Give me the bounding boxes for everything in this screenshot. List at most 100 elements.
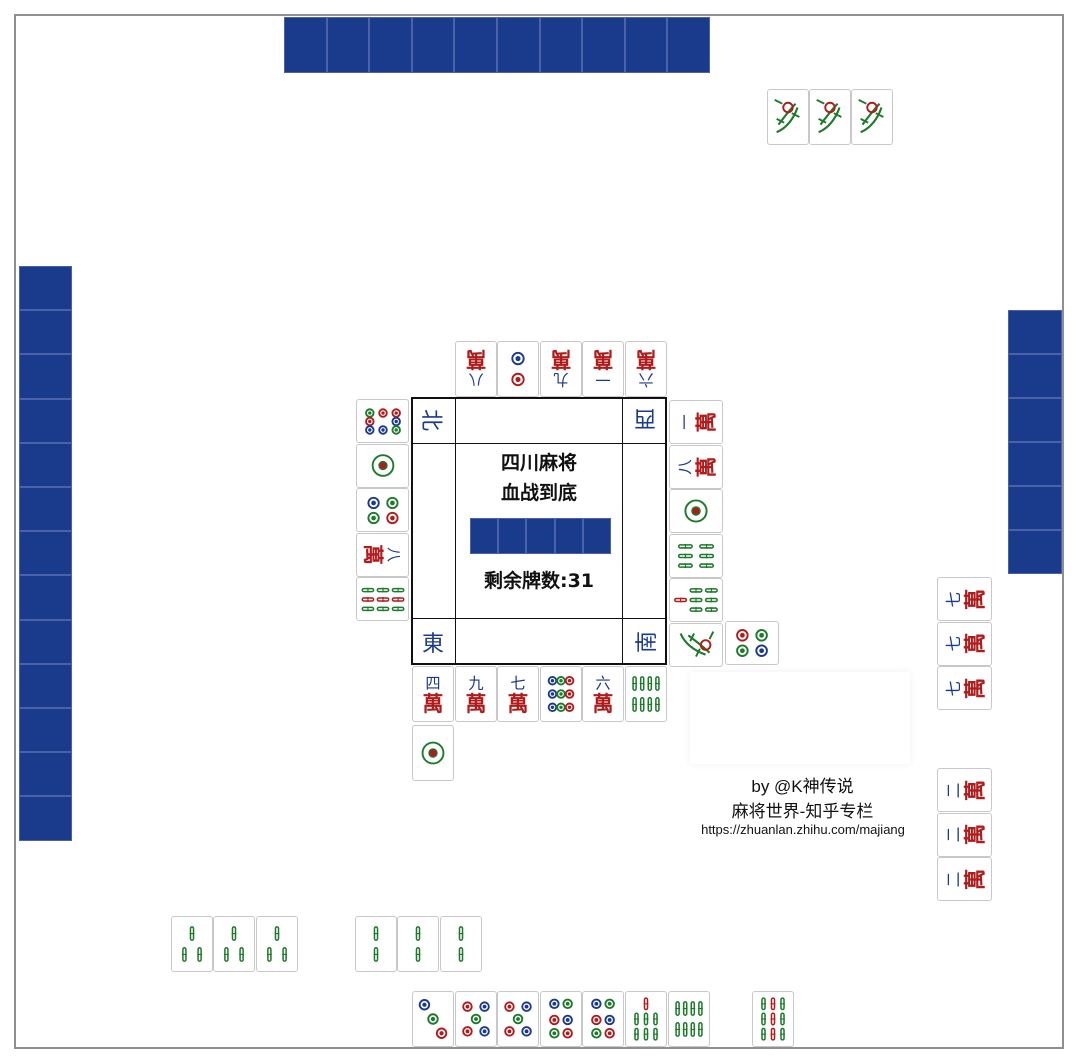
svg-text:二: 二 xyxy=(944,827,963,843)
wall-tile-back xyxy=(498,518,527,554)
svg-text:萬: 萬 xyxy=(593,347,614,372)
north-tile-back xyxy=(539,17,583,73)
south-discard-tile: 七萬 xyxy=(497,666,540,722)
west-tile-back xyxy=(19,442,72,487)
wall-tile-back xyxy=(582,518,611,554)
north-tile-back xyxy=(454,17,497,73)
east-discard-tile xyxy=(669,489,723,533)
svg-text:七: 七 xyxy=(944,591,963,607)
south-hand-tile[interactable] xyxy=(582,991,625,1047)
wind-east: 東 xyxy=(421,632,444,657)
west-tile-back xyxy=(19,398,72,443)
svg-text:七: 七 xyxy=(944,680,963,696)
north-tile-back xyxy=(624,17,668,73)
svg-text:四: 四 xyxy=(425,674,440,692)
svg-text:八: 八 xyxy=(468,371,483,389)
north-meld-tile xyxy=(809,89,851,145)
north-tile-back xyxy=(497,17,540,73)
svg-text:七: 七 xyxy=(944,636,963,652)
south-hand-tile[interactable] xyxy=(539,991,582,1047)
svg-text:萬: 萬 xyxy=(466,347,487,372)
svg-text:萬: 萬 xyxy=(423,691,444,716)
south-discard-tile xyxy=(412,725,454,781)
credit-url[interactable]: https://zhuanlan.zhihu.com/majiang xyxy=(701,822,905,837)
south-discard-tile xyxy=(625,666,667,722)
svg-text:一: 一 xyxy=(596,371,611,389)
east-tile-back xyxy=(1008,398,1062,442)
svg-text:六: 六 xyxy=(596,674,611,692)
east-tile-back xyxy=(1008,310,1062,354)
wall-tile-back xyxy=(526,518,555,554)
south-discard-tile: 九萬 xyxy=(454,666,497,722)
south-hand-tile[interactable] xyxy=(625,991,667,1047)
wind-west: 西 xyxy=(634,405,657,430)
west-tile-back xyxy=(19,663,72,708)
east-tile-back xyxy=(1008,486,1062,530)
west-tile-back xyxy=(19,708,72,753)
east-meld-tile: 二萬 xyxy=(937,768,992,812)
west-tile-back xyxy=(19,310,72,355)
svg-text:萬: 萬 xyxy=(361,544,385,565)
east-meld-tile: 七萬 xyxy=(937,577,992,621)
east-meld-tile: 七萬 xyxy=(937,666,992,710)
west-discard-tile xyxy=(356,443,409,488)
svg-text:萬: 萬 xyxy=(465,691,486,716)
svg-text:萬: 萬 xyxy=(635,347,656,372)
west-discard-tile: 八萬 xyxy=(356,532,409,577)
wind-south: 南 xyxy=(635,631,660,654)
west-tile-back xyxy=(19,487,72,532)
north-tile-back xyxy=(326,17,370,73)
west-tile-back xyxy=(19,354,72,399)
center-divider-bottom xyxy=(413,618,665,619)
west-tile-back xyxy=(19,531,72,576)
east-meld-tile: 二萬 xyxy=(937,812,992,857)
west-tile-back xyxy=(19,266,72,311)
north-discard-tile: 八萬 xyxy=(455,341,497,397)
credit-author: by @K神传说 xyxy=(751,777,854,796)
svg-text:萬: 萬 xyxy=(963,633,988,655)
wind-north: 北 xyxy=(418,408,443,431)
south-meld-tile xyxy=(439,916,482,972)
remaining-label: 剩余牌数: xyxy=(483,570,568,592)
east-tile-back xyxy=(1008,442,1062,486)
svg-text:萬: 萬 xyxy=(508,691,529,716)
center-divider-top xyxy=(413,443,665,444)
south-meld-tile xyxy=(355,916,397,972)
south-hand-tile[interactable] xyxy=(412,991,454,1047)
west-tile-back xyxy=(19,619,72,664)
remaining-tiles-counter: 剩余牌数:31 xyxy=(413,566,665,593)
svg-text:八: 八 xyxy=(384,547,402,562)
svg-text:萬: 萬 xyxy=(693,456,718,477)
north-meld-tile xyxy=(851,89,893,145)
wall-tile-back xyxy=(554,518,583,554)
wall-tile-back xyxy=(470,518,499,554)
north-discard-tile: 九萬 xyxy=(539,341,582,397)
north-tile-back xyxy=(369,17,412,73)
south-meld-tile xyxy=(213,916,256,972)
south-meld-tile xyxy=(255,916,298,972)
svg-text:萬: 萬 xyxy=(963,677,988,699)
west-tile-back xyxy=(19,796,72,841)
north-tile-back xyxy=(284,17,327,73)
east-discard-tile xyxy=(669,578,723,622)
east-tile-back xyxy=(1008,530,1062,574)
north-discard-tile: 一萬 xyxy=(582,341,625,397)
north-tile-back xyxy=(411,17,455,73)
south-hand-tile[interactable] xyxy=(667,991,710,1047)
svg-text:二: 二 xyxy=(944,782,963,798)
svg-text:一: 一 xyxy=(676,414,694,429)
south-hand-drawn-tile[interactable] xyxy=(752,991,794,1047)
center-panel: 北 西 東 南 四川麻将 血战到底 剩余牌数:31 xyxy=(411,397,667,665)
east-discard-tile xyxy=(669,533,723,578)
east-discard-tile xyxy=(669,622,723,667)
svg-text:萬: 萬 xyxy=(593,691,614,716)
svg-text:萬: 萬 xyxy=(963,779,988,801)
south-hand-tile[interactable] xyxy=(497,991,540,1047)
east-discard-tile xyxy=(725,621,779,665)
remaining-wall xyxy=(470,518,611,554)
center-divider-right xyxy=(622,399,623,663)
east-discard-tile: 一萬 xyxy=(669,400,723,444)
south-hand-tile[interactable] xyxy=(454,991,497,1047)
north-meld-tile xyxy=(767,89,809,145)
west-tile-back xyxy=(19,575,72,620)
